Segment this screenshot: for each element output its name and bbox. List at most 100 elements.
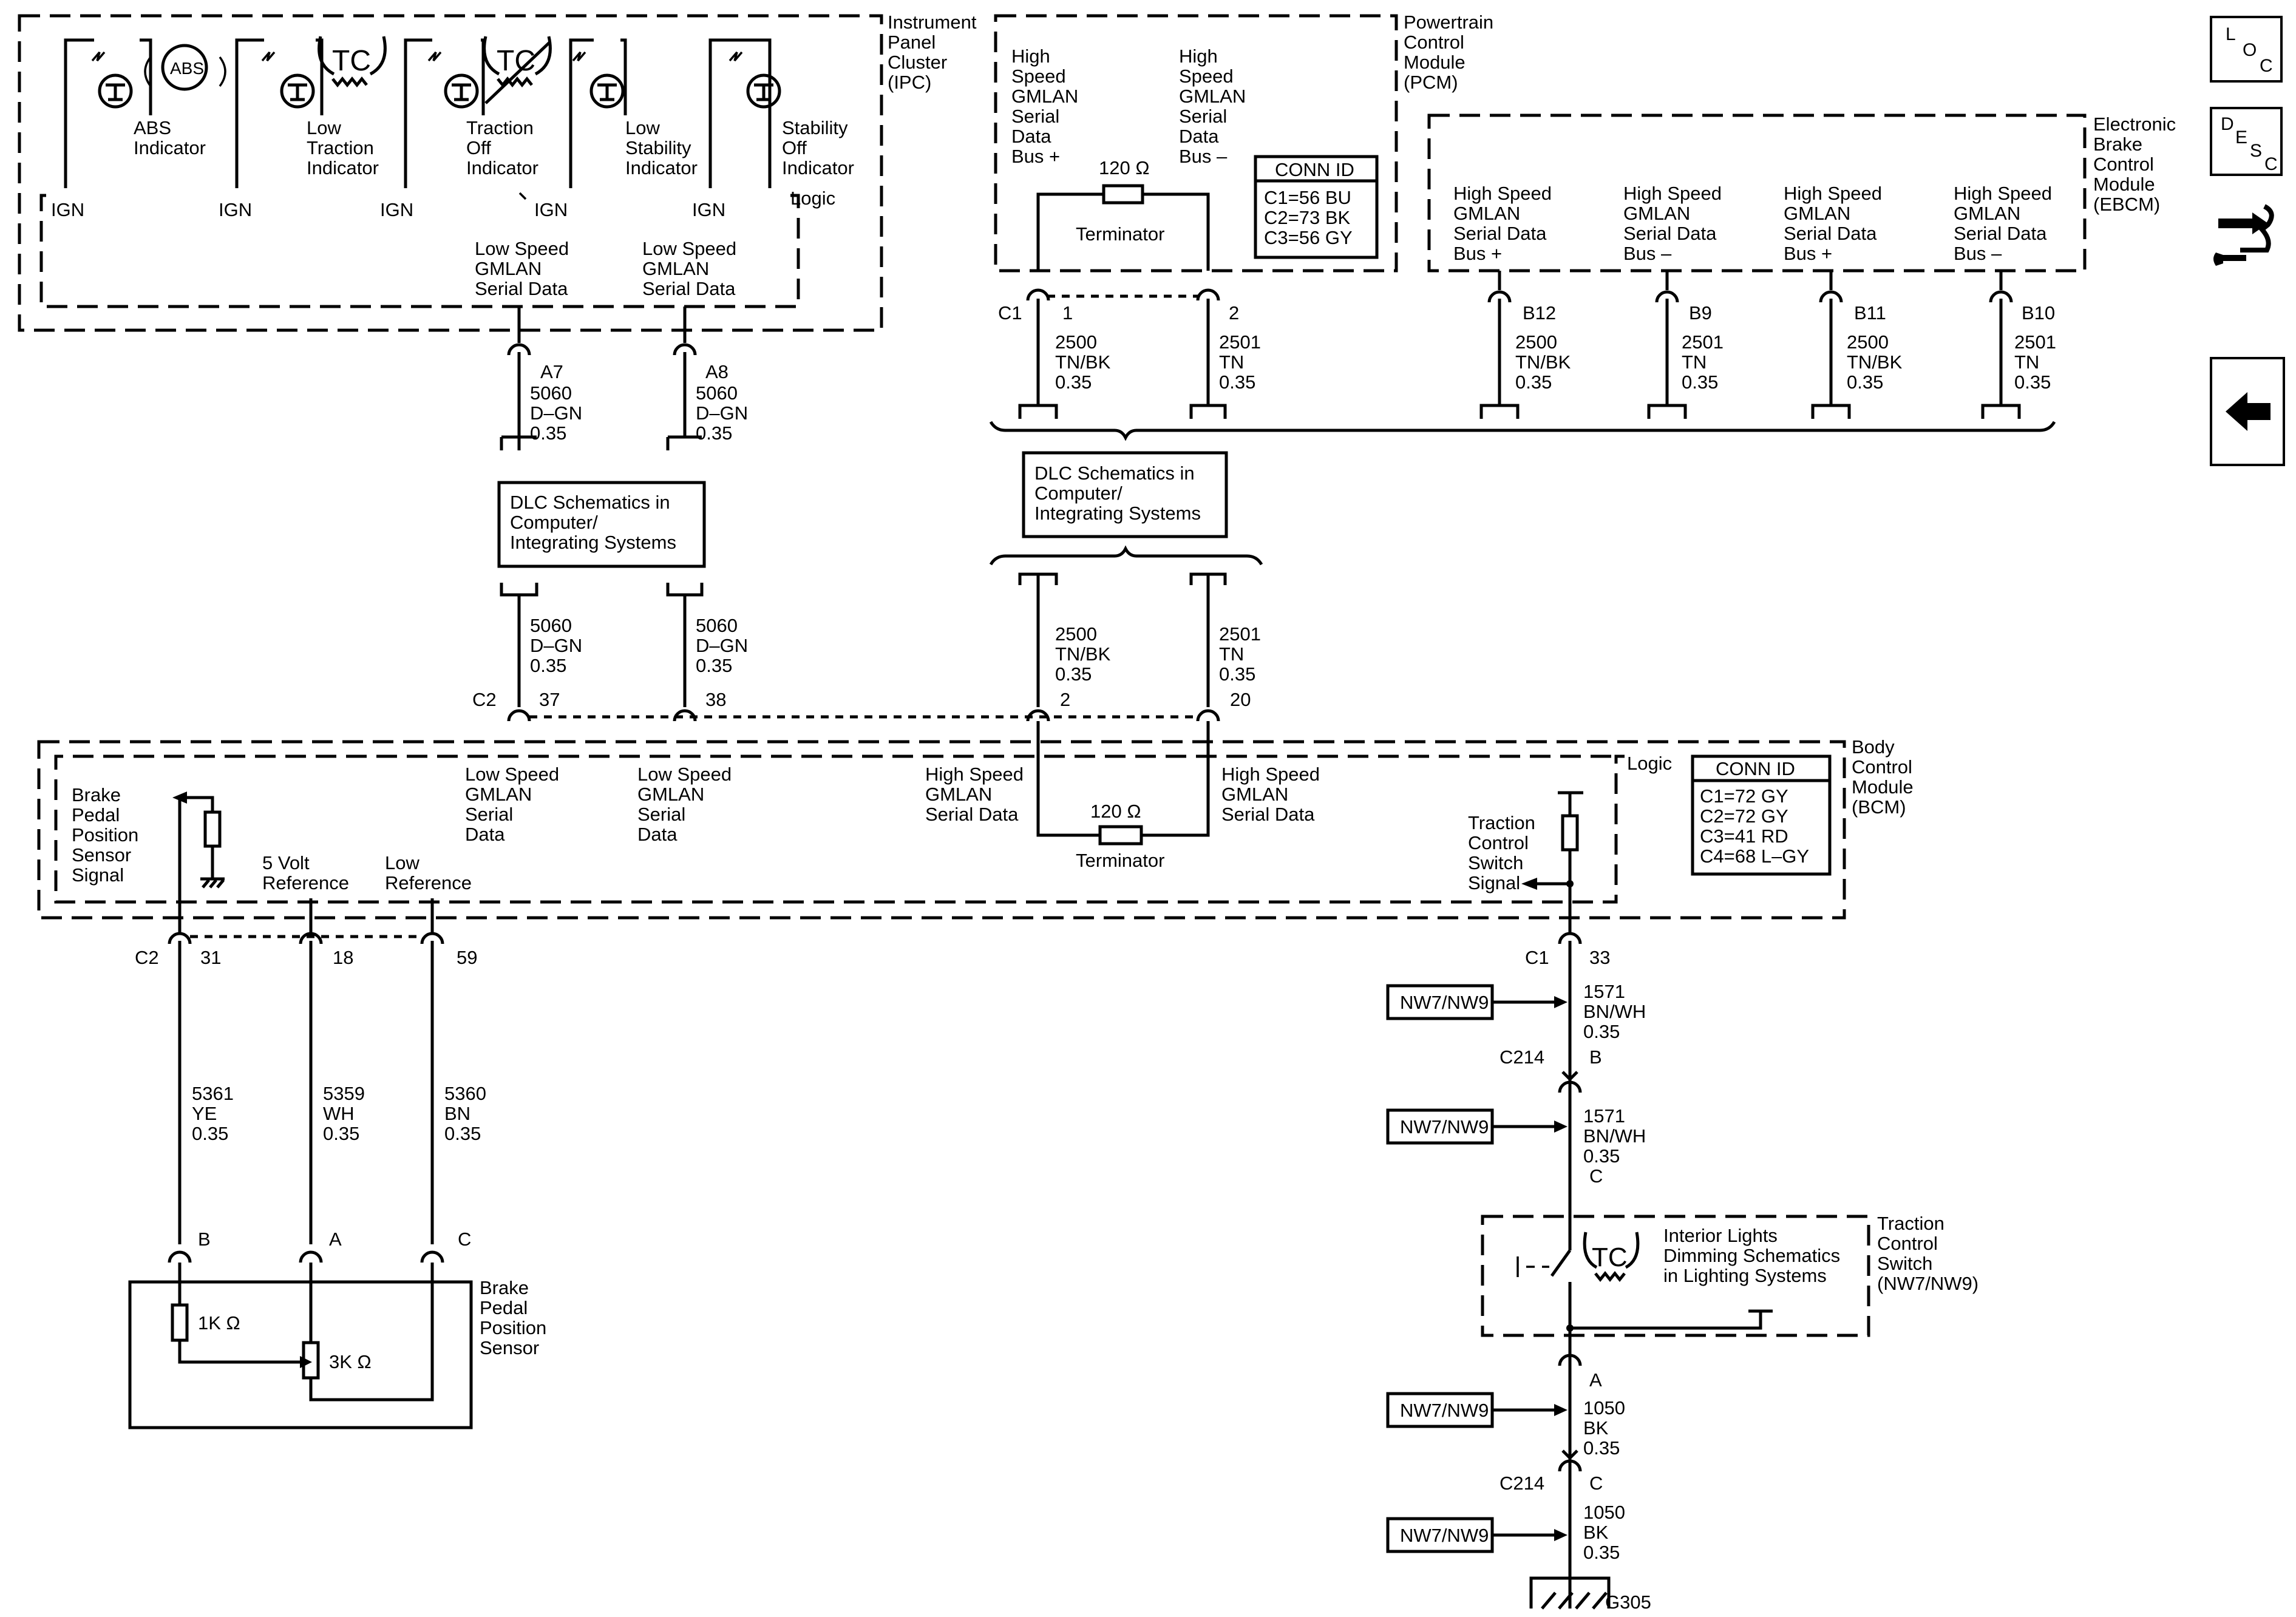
svg-text:D–GN: D–GN	[696, 402, 748, 424]
lamp-icon	[746, 73, 781, 109]
svg-text:5 Volt: 5 Volt	[262, 852, 310, 873]
svg-text:Indicator: Indicator	[307, 157, 379, 178]
svg-text:C214: C214	[1500, 1473, 1544, 1494]
traction-control-branch: C1 33 NW7/NW9 1571 BN/WH 0.35 C214 B NW7…	[1386, 932, 1978, 1613]
dlc-box-right: DLC Schematics in Computer/ Integrating …	[989, 451, 1263, 707]
svg-text:High: High	[1179, 46, 1218, 67]
svg-text:2500: 2500	[1515, 331, 1557, 353]
svg-text:Interior Lights: Interior Lights	[1663, 1225, 1778, 1246]
svg-text:NW7/NW9: NW7/NW9	[1400, 1116, 1489, 1137]
svg-text:0.35: 0.35	[1583, 1542, 1620, 1563]
svg-text:IGN: IGN	[534, 199, 568, 220]
svg-text:IGN: IGN	[219, 199, 252, 220]
dlc-box-left: DLC Schematics in Computer/ Integrating …	[497, 481, 748, 707]
ground-g305-icon	[1529, 1576, 1611, 1610]
svg-text:Serial Data: Serial Data	[1623, 223, 1717, 244]
svg-text:Computer/: Computer/	[1034, 483, 1123, 504]
svg-text:GMLAN: GMLAN	[1453, 203, 1520, 224]
svg-text:5060: 5060	[696, 382, 738, 404]
svg-text:Serial Data: Serial Data	[925, 804, 1019, 825]
svg-text:Cluster: Cluster	[888, 52, 947, 73]
svg-text:Module: Module	[1852, 776, 1914, 798]
svg-text:Off: Off	[782, 137, 807, 158]
svg-text:C1: C1	[1525, 947, 1549, 968]
svg-text:GMLAN: GMLAN	[1011, 86, 1078, 107]
svg-text:Electronic: Electronic	[2093, 114, 2176, 135]
svg-text:Serial: Serial	[1011, 106, 1059, 127]
svg-text:G305: G305	[1605, 1592, 1651, 1613]
abs-icon	[144, 56, 152, 87]
svg-text:D–GN: D–GN	[530, 402, 582, 424]
svg-text:Serial Data: Serial Data	[475, 278, 568, 299]
brake-pedal-position-sensor: B A C Brake Pedal Position Sensor 1K Ω 3…	[128, 1229, 546, 1429]
svg-text:GMLAN: GMLAN	[1784, 203, 1850, 224]
description-button[interactable]: D E S C	[2210, 107, 2283, 176]
pcm-conn-id-table: CONN ID C1=56 BU C2=73 BK C3=56 GY	[1254, 155, 1379, 259]
svg-text:Serial: Serial	[637, 804, 685, 825]
svg-text:High Speed: High Speed	[1623, 183, 1722, 204]
svg-text:Panel: Panel	[888, 32, 936, 53]
svg-text:Brake: Brake	[72, 784, 121, 805]
bcm-terminator-resistor	[1098, 825, 1143, 846]
svg-text:1571: 1571	[1583, 1105, 1625, 1127]
svg-text:GMLAN: GMLAN	[1179, 86, 1246, 107]
svg-text:31: 31	[200, 947, 221, 968]
svg-text:in Lighting Systems: in Lighting Systems	[1663, 1265, 1827, 1286]
bus-brace	[989, 421, 2056, 441]
svg-text:33: 33	[1589, 947, 1610, 968]
svg-text:Bus –: Bus –	[1623, 243, 1672, 264]
svg-text:C: C	[1589, 1165, 1603, 1187]
svg-text:GMLAN: GMLAN	[1623, 203, 1690, 224]
svg-text:0.35: 0.35	[1583, 1145, 1620, 1167]
svg-text:Serial Data: Serial Data	[1954, 223, 2047, 244]
svg-text:Serial: Serial	[1179, 106, 1227, 127]
svg-text:Signal: Signal	[72, 864, 124, 886]
svg-text:TC: TC	[1592, 1242, 1628, 1272]
svg-text:Speed: Speed	[1011, 66, 1066, 87]
svg-text:Module: Module	[1404, 52, 1466, 73]
repair-tools-button[interactable]	[2210, 194, 2283, 285]
svg-text:Computer/: Computer/	[510, 512, 598, 533]
svg-text:Indicator: Indicator	[782, 157, 854, 178]
svg-text:18: 18	[333, 947, 353, 968]
svg-text:High Speed: High Speed	[1453, 183, 1552, 204]
svg-text:IGN: IGN	[51, 199, 84, 220]
svg-text:C3=41 RD: C3=41 RD	[1700, 825, 1788, 847]
svg-text:BN/WH: BN/WH	[1583, 1125, 1646, 1147]
indicator-traction-off: TC Traction Off Indicator IGN IGN	[380, 36, 568, 220]
svg-text:C3=56 GY: C3=56 GY	[1264, 227, 1353, 248]
ipc-name: Instrument	[888, 12, 977, 33]
svg-text:0.35: 0.35	[1055, 663, 1092, 685]
svg-text:Data: Data	[465, 824, 505, 845]
svg-text:Logic: Logic	[1627, 753, 1672, 774]
svg-text:NW7/NW9: NW7/NW9	[1400, 1525, 1489, 1546]
svg-text:YE: YE	[192, 1103, 217, 1124]
back-button[interactable]	[2210, 357, 2285, 466]
svg-text:Stability: Stability	[625, 137, 691, 158]
svg-text:GMLAN: GMLAN	[642, 258, 709, 279]
svg-text:NW7/NW9: NW7/NW9	[1400, 992, 1489, 1013]
svg-text:Terminator: Terminator	[1076, 850, 1164, 871]
svg-text:B10: B10	[2022, 302, 2055, 324]
svg-text:1: 1	[1062, 302, 1073, 324]
svg-text:Powertrain: Powertrain	[1404, 12, 1493, 33]
svg-text:0.35: 0.35	[323, 1123, 359, 1144]
svg-text:Indicator: Indicator	[134, 137, 206, 158]
svg-text:Data: Data	[1011, 126, 1051, 147]
svg-text:DLC Schematics in: DLC Schematics in	[1034, 463, 1195, 484]
svg-text:IGN: IGN	[692, 199, 725, 220]
svg-text:A: A	[329, 1229, 342, 1250]
svg-text:Pedal: Pedal	[480, 1297, 528, 1318]
traction-control-off-icon: TC	[483, 36, 552, 104]
svg-text:WH: WH	[323, 1103, 355, 1124]
ipc-wires: A7 5060 D–GN 0.35 A8 5060 D–GN 0.35	[500, 307, 748, 450]
svg-text:1050: 1050	[1583, 1502, 1625, 1523]
svg-text:Low: Low	[307, 117, 341, 138]
svg-text:Low Speed: Low Speed	[637, 764, 732, 785]
svg-text:Serial Data: Serial Data	[1784, 223, 1877, 244]
location-button[interactable]: L O C	[2210, 16, 2283, 83]
svg-text:C1: C1	[998, 302, 1022, 324]
svg-text:GMLAN: GMLAN	[1954, 203, 2020, 224]
